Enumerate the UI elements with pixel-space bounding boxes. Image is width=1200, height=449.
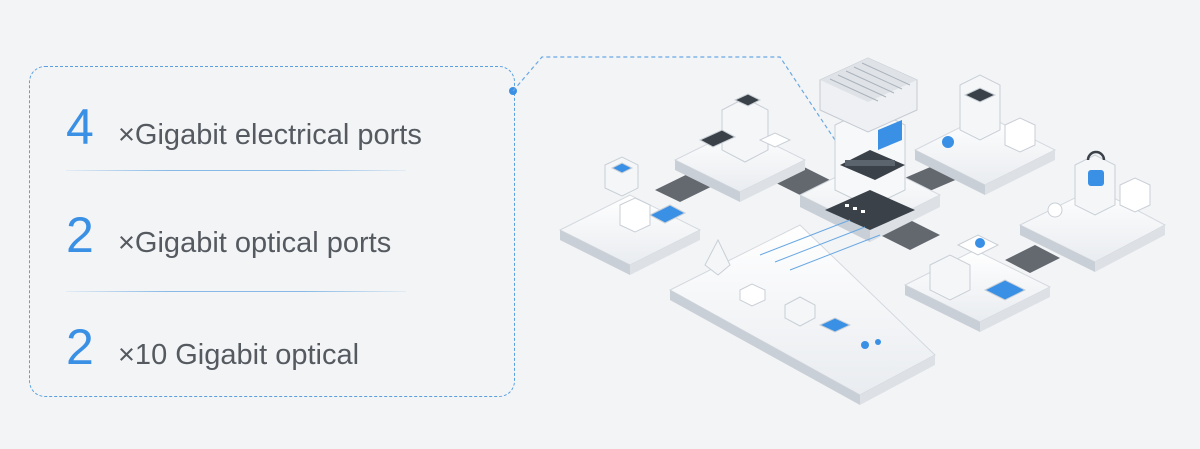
feature-row-10g-optical: 2 ×10 Gigabit optical [66, 322, 359, 372]
feature-label: ×Gigabit optical ports [118, 227, 392, 259]
link-lines [759, 219, 881, 271]
feature-label: ×Gigabit electrical ports [118, 119, 422, 151]
feature-row-optical: 2 ×Gigabit optical ports [66, 210, 391, 260]
platform-right-top [913, 114, 1057, 195]
feature-label: ×10 Gigabit optical [118, 339, 360, 371]
feature-row-electrical: 4 ×Gigabit electrical ports [66, 102, 422, 152]
divider [66, 170, 406, 171]
feature-count: 2 [66, 207, 94, 263]
box-cluster-right-top [942, 74, 1036, 153]
feature-count: 4 [66, 99, 94, 155]
box-cluster-left [604, 156, 687, 233]
box-cluster-top-left [698, 93, 792, 163]
box-cluster-bottom [704, 238, 881, 349]
divider [66, 291, 406, 292]
feature-panel: 4 ×Gigabit electrical ports 2 ×Gigabit o… [29, 66, 515, 397]
leader-line [512, 56, 836, 141]
box-cluster-mid-right [929, 234, 1027, 301]
box-cluster-right [1047, 150, 1151, 218]
feature-count: 2 [66, 319, 94, 375]
server-tower [819, 57, 918, 230]
